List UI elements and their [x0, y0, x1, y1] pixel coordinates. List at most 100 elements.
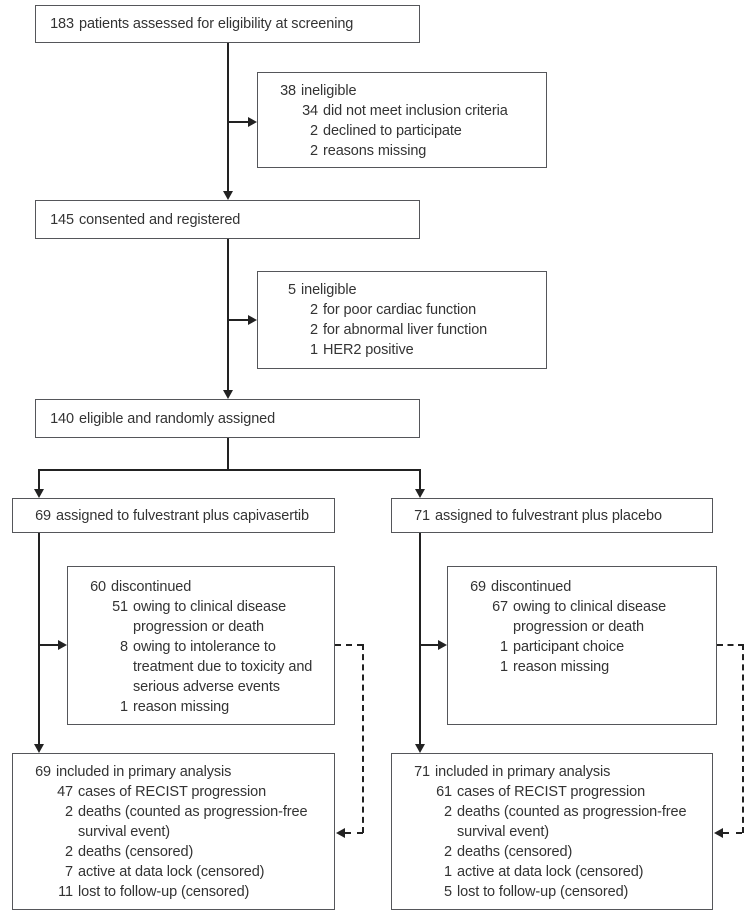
line-text: for poor cardiac function [323, 302, 477, 318]
flow-line: 7 active at data lock (censored) [25, 862, 328, 882]
count-value: 38 [280, 83, 296, 99]
flow-line: 71 assigned to fulvestrant plus placebo [404, 506, 662, 526]
count-value: 51 [112, 599, 128, 615]
arrowhead-right-icon [248, 315, 257, 325]
count-value: 61 [436, 784, 452, 800]
line-text: active at data lock (censored) [78, 864, 265, 880]
count-value: 5 [444, 884, 452, 900]
line-text: consented and registered [79, 211, 241, 228]
dashed-connector-placebo-down [742, 644, 744, 833]
count-value: 1 [120, 699, 128, 715]
flow-line: treatment due to toxicity and [80, 657, 328, 677]
count-value: 1 [500, 659, 508, 675]
flow-line: 51 owing to clinical disease [80, 597, 328, 617]
line-text: lost to follow-up (censored) [78, 884, 250, 900]
line-text: owing to clinical disease [133, 599, 287, 615]
flow-line: 69 discontinued [460, 577, 710, 597]
count-value: 8 [120, 639, 128, 655]
arrowhead-down-icon [415, 489, 425, 498]
connector-randomized-stem [227, 438, 229, 471]
line-text: participant choice [513, 639, 625, 655]
flow-line: 47 cases of RECIST progression [25, 782, 328, 802]
count-value: 69 [470, 579, 486, 595]
line-text: progression or death [513, 619, 644, 635]
flow-line: 145 consented and registered [48, 210, 240, 230]
flow-line: 60 discontinued [80, 577, 328, 597]
count-value: 7 [65, 864, 73, 880]
line-text: ineligible [301, 282, 357, 298]
connector-split-to-capivasertib [38, 469, 40, 490]
count-value: 5 [288, 282, 296, 298]
line-text: owing to clinical disease [513, 599, 667, 615]
flow-line: 1 active at data lock (censored) [404, 862, 706, 882]
line-text: deaths (counted as progression-free [78, 804, 308, 820]
box-consented: 145 consented and registered [35, 200, 420, 239]
line-text: discontinued [111, 579, 192, 595]
arrowhead-down-icon [415, 744, 425, 753]
line-text: cases of RECIST progression [457, 784, 646, 800]
count-value: 69 [35, 764, 51, 780]
line-text: reason missing [133, 699, 230, 715]
line-text: ineligible [301, 83, 357, 99]
line-text: active at data lock (censored) [457, 864, 644, 880]
arrowhead-left-icon [714, 828, 723, 838]
line-text: reasons missing [323, 143, 427, 159]
line-text: deaths (counted as progression-free [457, 804, 687, 820]
line-text: did not meet inclusion criteria [323, 103, 508, 119]
line-text: assigned to fulvestrant plus placebo [435, 507, 662, 524]
count-value: 1 [500, 639, 508, 655]
flow-line: progression or death [460, 617, 710, 637]
box-discontinued-capivasertib: 60 discontinued 51 owing to clinical diseas… [67, 566, 335, 725]
count-value: 47 [57, 784, 73, 800]
arrowhead-down-icon [223, 390, 233, 399]
line-text: lost to follow-up (censored) [457, 884, 629, 900]
connector-branch-ineligible-registered [227, 319, 249, 321]
arrowhead-down-icon [34, 744, 44, 753]
flow-line: 5 lost to follow-up (censored) [404, 882, 706, 902]
count-value: 145 [50, 211, 74, 228]
dashed-connector-placebo-in [723, 832, 742, 834]
count-value: 71 [414, 507, 430, 524]
line-text: patients assessed for eligibility at scr… [79, 16, 354, 32]
flow-line: 1 reason missing [80, 697, 328, 717]
count-value: 60 [90, 579, 106, 595]
flow-line: progression or death [80, 617, 328, 637]
connector-screening-to-consented [227, 43, 229, 192]
line-text: eligible and randomly assigned [79, 410, 276, 427]
arrowhead-right-icon [248, 117, 257, 127]
flow-line: 61 cases of RECIST progression [404, 782, 706, 802]
count-value: 2 [310, 123, 318, 139]
line-text: assigned to fulvestrant plus capivaserti… [56, 507, 310, 524]
flow-line: 5 ineligible [270, 280, 540, 300]
connector-consented-to-randomized [227, 239, 229, 391]
count-value: 1 [444, 864, 452, 880]
dashed-connector-discontinued-capivasertib-out [335, 644, 363, 646]
count-value: 2 [444, 844, 452, 860]
arrowhead-right-icon [58, 640, 67, 650]
line-text: HER2 positive [323, 342, 414, 358]
connector-placebo-to-primary [419, 533, 421, 744]
line-text: cases of RECIST progression [78, 784, 267, 800]
line-text: discontinued [491, 579, 572, 595]
count-value: 2 [65, 804, 73, 820]
line-text: included in primary analysis [435, 764, 611, 780]
connector-branch-discontinued-placebo [419, 644, 439, 646]
